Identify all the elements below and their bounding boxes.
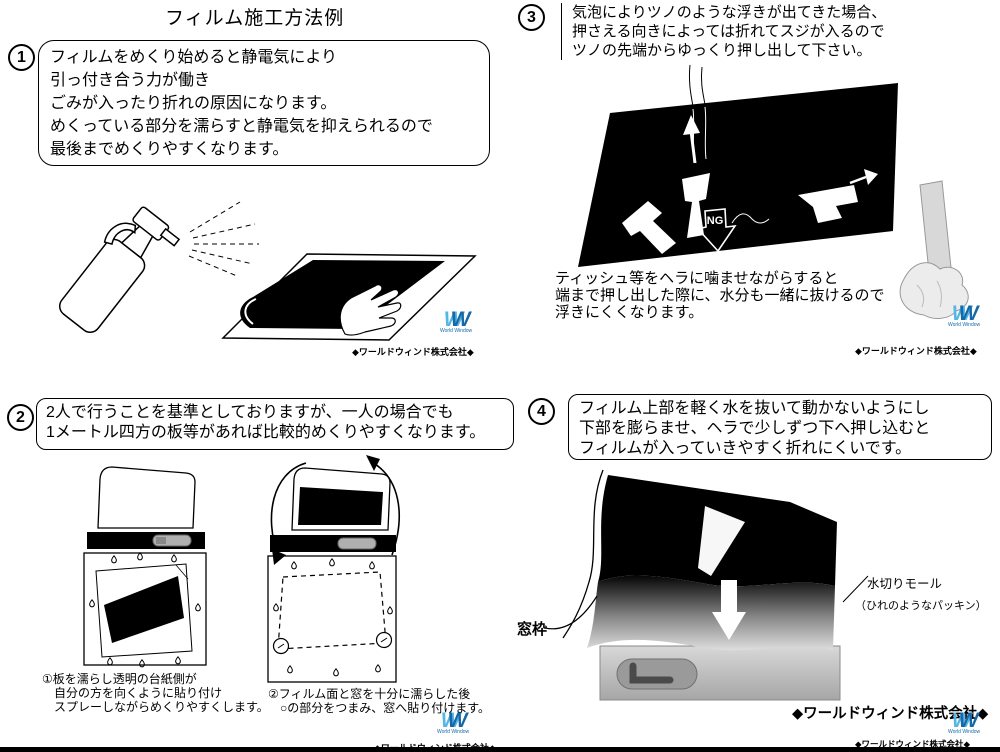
- door-handle: [616, 658, 698, 690]
- peeled-film-black: [240, 260, 445, 329]
- drip-molding-label: 水切りモール: [867, 577, 943, 591]
- logo-letter: W: [440, 709, 461, 732]
- logo-letter: W: [450, 308, 471, 331]
- logo-letter: W: [951, 709, 972, 732]
- logo-letter: W: [958, 709, 979, 732]
- leader-line-window-frame: [544, 595, 598, 630]
- step3-note: ティッシュ等をヘラに噛ませながらすると 端まで押し出した際に、水分も一緒に抜ける…: [555, 270, 885, 321]
- drip-molding-note: （ひれのようなパッキン）: [855, 600, 987, 612]
- world-window-logo: WW World Window: [948, 303, 980, 328]
- window-frame-label: 窓枠: [517, 621, 548, 638]
- down-arrow-icon: [712, 580, 746, 640]
- step1-illustration: [58, 201, 477, 341]
- divider-line: [561, 3, 562, 60]
- applied-film: [298, 487, 383, 525]
- release-liner-sheet: [95, 563, 193, 658]
- company-name: ◆ワールドウィンド株式会社◆: [352, 347, 474, 357]
- flip-arrows: [270, 455, 400, 565]
- spray-bottle: [58, 206, 181, 333]
- step2-illustration: [83, 455, 400, 683]
- step3-number: 3: [518, 4, 545, 31]
- ww-logo-mark: WW: [951, 709, 979, 732]
- squeegee-left-icon: [622, 201, 676, 254]
- step2-caption-left: ①板を濡らし透明の台紙側が 自分の方を向くように貼り付け スプレーしながらめくり…: [42, 672, 269, 714]
- company-name: ◆ワールドウィンド株式会社◆: [855, 739, 971, 749]
- ww-logo-subtext: World Window: [948, 322, 981, 328]
- world-window-logo: WW World Window: [948, 710, 980, 735]
- step2-instruction-bubble: 2人で行うことを基準としておりますが、一人の場合でも 1メートル四方の板等があれ…: [36, 398, 514, 450]
- window-belt: [270, 535, 396, 552]
- logo-letter: W: [958, 302, 979, 325]
- film-black: [104, 576, 184, 643]
- step1-number: 1: [8, 44, 35, 71]
- step3-instructions: 気泡によりツノのような浮きが出てきた場合、 押さえる向きによっては折れてスジが入…: [572, 4, 887, 59]
- step2-number: 2: [7, 404, 34, 431]
- step1-instruction-bubble: フィルムをめくり始めると静電気により 引っ付き合う力が働き ごみが入ったり折れの…: [38, 40, 490, 166]
- ww-logo-mark: WW: [951, 302, 979, 325]
- ww-logo-subtext: World Window: [440, 328, 473, 334]
- step3-illustration: NG: [578, 64, 969, 319]
- air-horn-lines: [688, 64, 706, 108]
- door-panel-left: [83, 466, 207, 668]
- ww-logo-subtext: World Window: [437, 729, 470, 735]
- logo-letter: W: [443, 308, 464, 331]
- dashed-film-outline: [277, 571, 387, 650]
- company-name: ◆ワールドウィンド株式会社◆: [855, 346, 977, 356]
- car-window: [97, 466, 196, 529]
- world-window-logo: WW World Window: [440, 309, 472, 334]
- logo-letter: W: [951, 302, 972, 325]
- logo-letter: W: [447, 709, 468, 732]
- step4-number: 4: [528, 398, 555, 425]
- ng-label: NG: [707, 215, 724, 227]
- hand-icon: [339, 284, 402, 336]
- step4-instruction-bubble: フィルム上部を軽く水を抜いて動かないようにし 下部を膨らませ、ヘラで少しずつ下へ…: [568, 394, 992, 460]
- tissue-squeegee-tool: [899, 180, 969, 319]
- ww-logo-subtext: World Window: [948, 729, 981, 735]
- page-title: フィルム施工方法例: [165, 8, 345, 29]
- door-handle: [337, 537, 377, 550]
- squeegee-right-icon: [798, 169, 878, 223]
- bottom-rule: [0, 747, 1000, 752]
- ng-arrow-icon: NG: [696, 208, 737, 253]
- world-window-logo: WW World Window: [437, 710, 469, 735]
- door-body: [267, 555, 397, 683]
- step4-illustration: [544, 469, 869, 701]
- company-name-large: ◆ワールドウィンド株式会社◆: [792, 706, 989, 722]
- spray-mist-icon: [188, 201, 259, 277]
- door-panel-right: [267, 455, 400, 683]
- ww-logo-mark: WW: [443, 308, 471, 331]
- step2-caption-right: ②フィルム面と窓を十分に濡らした後 ○の部分をつまみ、窓へ貼り付けます。: [268, 687, 491, 715]
- film-sheet: [221, 253, 477, 341]
- film-bulge-gradient: [587, 575, 835, 651]
- squeegee-blade-icon: [698, 506, 745, 576]
- tinted-window: [578, 83, 898, 267]
- squeegee-up-icon: [682, 115, 710, 238]
- pinch-circles: [272, 631, 393, 655]
- ww-logo-mark: WW: [440, 709, 468, 732]
- leader-line-molding: [842, 575, 869, 603]
